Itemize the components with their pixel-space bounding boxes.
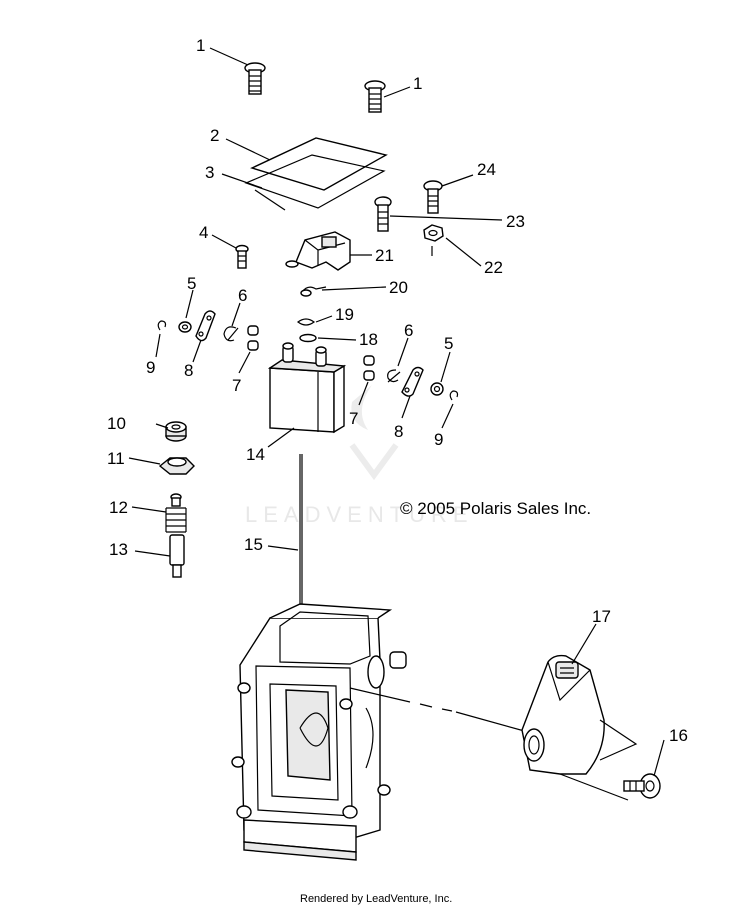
part-24-screw	[423, 180, 443, 214]
label-8-b: 8	[394, 422, 403, 441]
label-21: 21	[375, 246, 394, 265]
label-1-a: 1	[196, 36, 205, 55]
leader-lines	[128, 47, 665, 777]
label-6-b: 6	[404, 321, 413, 340]
label-17: 17	[592, 607, 611, 626]
label-9-b: 9	[434, 430, 443, 449]
part-15-rod	[299, 454, 303, 610]
shaft-axis-line	[349, 687, 529, 733]
part-2-cover-plate	[250, 137, 388, 191]
label-5-b: 5	[444, 334, 453, 353]
part-21-bracket	[285, 231, 351, 271]
part-7-bushing-right	[363, 355, 375, 381]
throttle-body-housing	[231, 603, 407, 861]
watermark-text: LEADVENTURE	[245, 502, 474, 527]
part-16-screw	[623, 773, 661, 799]
copyright-notice: © 2005 Polaris Sales Inc.	[400, 499, 591, 518]
label-23: 23	[506, 212, 525, 231]
label-14: 14	[246, 445, 265, 464]
label-3: 3	[205, 163, 214, 182]
part-19-clip	[296, 318, 316, 326]
part-14-slide-block	[267, 342, 347, 434]
label-19: 19	[335, 305, 354, 324]
part-5-washer-left	[178, 321, 192, 333]
part-1-screw-right	[364, 80, 386, 113]
label-20: 20	[389, 278, 408, 297]
part-4-screw	[235, 244, 249, 269]
part-7-bushing-left	[247, 325, 259, 351]
part-1-screw-left	[244, 62, 266, 95]
watermark: LEADVENTURE	[245, 385, 474, 527]
part-3-gasket	[244, 154, 386, 211]
label-2: 2	[210, 126, 219, 145]
part-11-nut	[158, 457, 195, 475]
label-12: 12	[109, 498, 128, 517]
label-7-b: 7	[349, 409, 358, 428]
part-12-spring	[165, 493, 187, 533]
footer-credit: Rendered by LeadVenture, Inc.	[300, 893, 452, 905]
part-6-clip-right	[387, 369, 401, 383]
part-9-ring-left	[157, 320, 167, 331]
part-9-ring-right	[449, 390, 459, 401]
part-17-throttle-position-sensor	[521, 654, 638, 801]
label-18: 18	[359, 330, 378, 349]
part-5-washer-right	[430, 382, 444, 396]
label-7-a: 7	[232, 376, 241, 395]
label-13: 13	[109, 540, 128, 559]
part-22-nut	[423, 224, 444, 256]
label-8-a: 8	[184, 361, 193, 380]
part-8-link-left	[195, 310, 216, 342]
part-10-bushing	[165, 421, 187, 442]
label-6-a: 6	[238, 286, 247, 305]
part-6-clip-left	[223, 326, 239, 342]
part-20-clip	[300, 286, 327, 297]
label-1-b: 1	[413, 74, 422, 93]
label-4: 4	[199, 223, 208, 242]
part-8-link-right	[401, 366, 424, 397]
callout-labels: 1 1 2 3 4 5 5 6 6 7 7 8 8 9 9 10 11 12 1…	[107, 36, 688, 745]
label-10: 10	[107, 414, 126, 433]
label-24: 24	[477, 160, 496, 179]
part-18-washer	[299, 333, 317, 343]
label-9-a: 9	[146, 358, 155, 377]
label-22: 22	[484, 258, 503, 277]
label-15: 15	[244, 535, 263, 554]
label-11: 11	[107, 449, 125, 468]
part-13-plunger	[169, 534, 185, 578]
part-23-screw	[374, 196, 392, 232]
label-16: 16	[669, 726, 688, 745]
label-5-a: 5	[187, 274, 196, 293]
